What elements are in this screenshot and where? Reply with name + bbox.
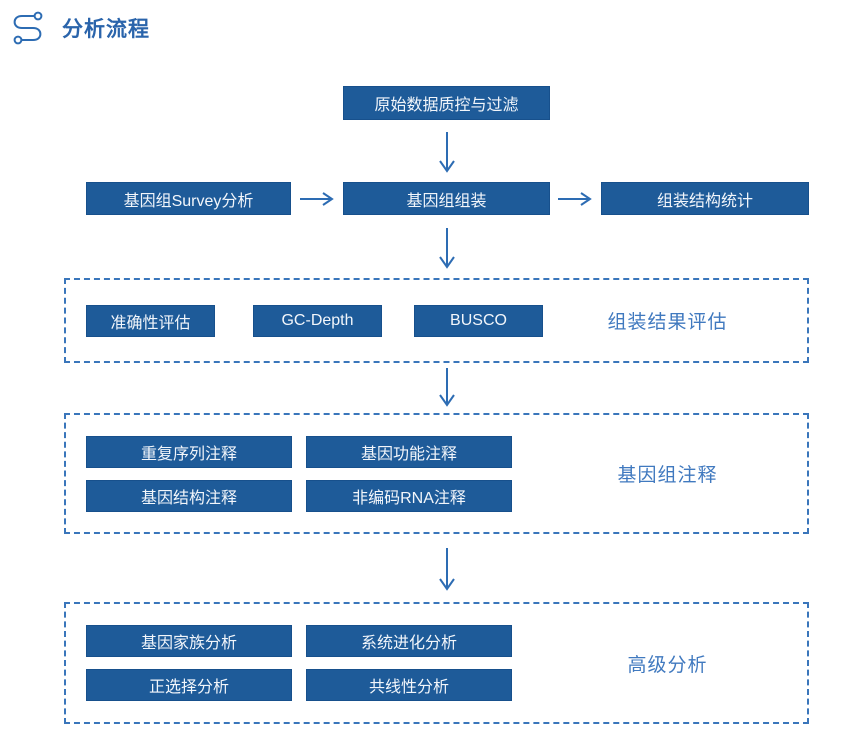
section-advanced-analysis: 基因家族分析 系统进化分析 正选择分析 共线性分析 高级分析 xyxy=(64,602,809,724)
flow-node-gene-family-analysis: 基因家族分析 xyxy=(86,625,292,657)
section-label: 高级分析 xyxy=(627,654,708,676)
flow-node-positive-selection-analysis: 正选择分析 xyxy=(86,669,292,701)
arrow-down-icon xyxy=(439,548,455,591)
flow-node-accuracy-eval: 准确性评估 xyxy=(86,305,215,337)
flow-node-phylogenetic-analysis: 系统进化分析 xyxy=(306,625,512,657)
flow-node-genome-survey: 基因组Survey分析 xyxy=(86,182,291,215)
arrow-right-icon xyxy=(558,192,592,206)
flow-node-genome-assembly: 基因组组装 xyxy=(343,182,550,215)
flow-node-repeat-annotation: 重复序列注释 xyxy=(86,436,292,468)
section-genome-annotation: 重复序列注释 基因功能注释 基因结构注释 非编码RNA注释 基因组注释 xyxy=(64,413,809,534)
section-assembly-evaluation: 准确性评估 GC-Depth BUSCO 组装结果评估 xyxy=(64,278,809,363)
flow-node-ncrna-annotation: 非编码RNA注释 xyxy=(306,480,512,512)
flow-node-synteny-analysis: 共线性分析 xyxy=(306,669,512,701)
flow-node-busco: BUSCO xyxy=(414,305,543,337)
arrow-down-icon xyxy=(439,132,455,173)
arrow-down-icon xyxy=(439,368,455,407)
page-header: 分析流程 xyxy=(10,8,150,48)
flow-node-assembly-stats: 组装结构统计 xyxy=(601,182,809,215)
flow-node-gene-structure-annotation: 基因结构注释 xyxy=(86,480,292,512)
flow-node-gene-function-annotation: 基因功能注释 xyxy=(306,436,512,468)
page-title: 分析流程 xyxy=(62,18,150,41)
arrow-right-icon xyxy=(300,192,334,206)
arrow-down-icon xyxy=(439,228,455,269)
flow-node-gc-depth: GC-Depth xyxy=(253,305,382,337)
section-label: 基因组注释 xyxy=(617,465,718,486)
flow-node-raw-data-qc: 原始数据质控与过滤 xyxy=(343,86,550,120)
workflow-route-icon xyxy=(13,11,43,45)
section-label: 组装结果评估 xyxy=(607,312,728,333)
